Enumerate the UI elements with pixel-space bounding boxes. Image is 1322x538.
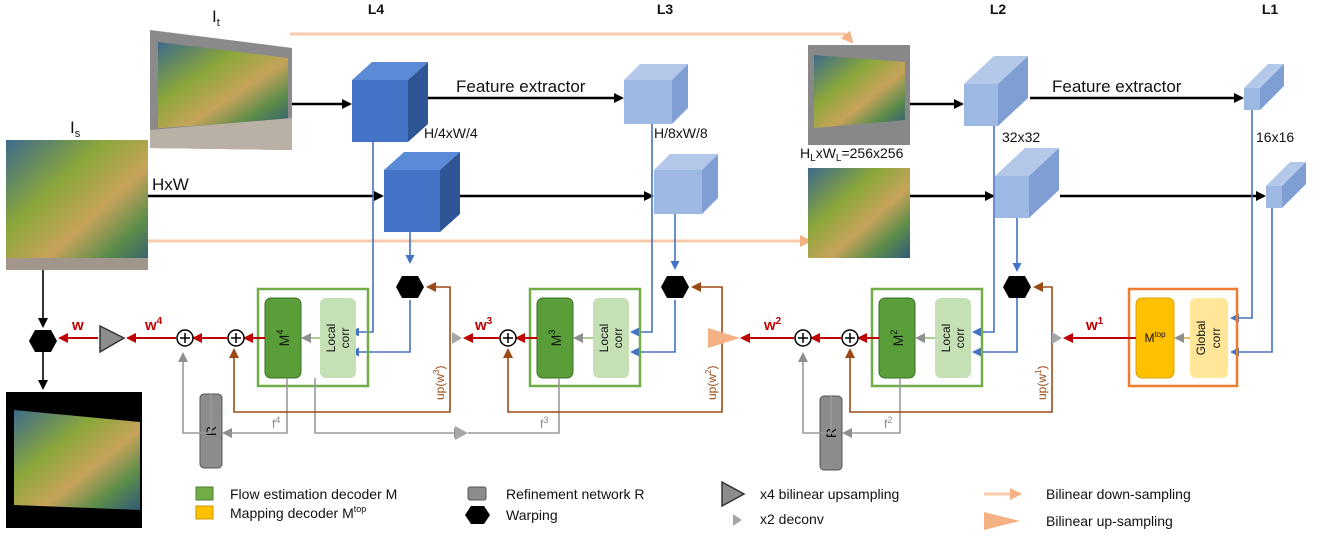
legend-refinement-label: Refinement network R bbox=[506, 486, 645, 502]
legend-up-icon bbox=[984, 512, 1020, 530]
flow-label-w3: w3 bbox=[474, 316, 493, 334]
decoder-m2-label: M2 bbox=[889, 330, 906, 347]
warping-hexagon-output bbox=[29, 330, 57, 352]
level-label-l2: L2 bbox=[990, 1, 1007, 17]
level-label-l1: L1 bbox=[1262, 1, 1279, 17]
target-image bbox=[150, 30, 292, 150]
source-image bbox=[6, 140, 148, 270]
flow-label-w2: w2 bbox=[763, 316, 782, 334]
downsampled-target-image bbox=[808, 45, 910, 145]
local-corr-l3-label-1: Local bbox=[597, 324, 611, 353]
resolution-256: HLxWL=256x256 bbox=[800, 145, 904, 164]
feature-extractor-label-l3: Feature extractor bbox=[456, 77, 586, 96]
downsample-line-target bbox=[290, 30, 854, 44]
local-corr-l4 bbox=[320, 298, 356, 378]
brown-connectors bbox=[229, 282, 1053, 413]
legend-up-label: Bilinear up-sampling bbox=[1046, 513, 1173, 529]
global-corr-label-1: Global bbox=[1194, 321, 1208, 356]
up-w2-label: up(w2) bbox=[704, 366, 719, 400]
legend-flow-decoder-swatch bbox=[195, 486, 214, 501]
local-corr-l2-label-2: corr bbox=[953, 328, 967, 349]
x2-deconv-triangle-l1 bbox=[1052, 332, 1062, 344]
bilinear-upsampling-arrow bbox=[708, 328, 740, 348]
feature-extractor-label-l1: Feature extractor bbox=[1052, 77, 1182, 96]
feature-cube-l2-target bbox=[964, 56, 1028, 126]
legend-down-label: Bilinear down-sampling bbox=[1046, 486, 1191, 502]
flow-label-w: w bbox=[71, 317, 84, 334]
x2-deconv-triangle-l3 bbox=[452, 332, 462, 344]
target-image-label: It bbox=[212, 7, 220, 29]
source-image-label: Is bbox=[70, 118, 81, 140]
feature-cube-l3-target bbox=[624, 64, 688, 124]
sum-node-crosses bbox=[180, 333, 855, 343]
feature-cube-l2-source bbox=[995, 148, 1059, 218]
local-corr-l3-label-2: corr bbox=[611, 328, 625, 349]
resolution-32: 32x32 bbox=[1002, 129, 1040, 145]
local-corr-l2 bbox=[935, 298, 971, 378]
local-corr-l2-label-1: Local bbox=[939, 324, 953, 353]
warping-hexagon-l3 bbox=[661, 276, 689, 298]
warped-output-image bbox=[6, 392, 142, 528]
legend-flow-decoder-label: Flow estimation decoder M bbox=[230, 486, 397, 502]
global-corr-l1 bbox=[1190, 298, 1228, 378]
resolution-h8: H/8xW/8 bbox=[654, 125, 708, 141]
f4-label: f4 bbox=[272, 415, 280, 431]
level-label-l3: L3 bbox=[657, 1, 674, 17]
global-corr-label-2: corr bbox=[1209, 328, 1223, 349]
feature-cube-l4-target bbox=[352, 62, 428, 142]
legend-x4-icon bbox=[721, 480, 746, 508]
legend-refinement-swatch bbox=[467, 486, 487, 501]
x2-deconv-triangle-f3 bbox=[455, 426, 468, 440]
f2-label: f2 bbox=[884, 415, 892, 431]
flow-label-w4: w4 bbox=[144, 316, 163, 334]
x4-bilinear-triangle bbox=[99, 324, 126, 354]
feature-cube-l1-target bbox=[1244, 64, 1284, 110]
warping-hexagon-l2 bbox=[1003, 276, 1031, 298]
resolution-hxw: HxW bbox=[152, 175, 189, 194]
legend-x2-icon bbox=[733, 514, 742, 526]
legend-warping-label: Warping bbox=[506, 507, 558, 523]
blue-connectors bbox=[350, 110, 1273, 357]
legend-mapping-decoder-label: Mapping decoder Mtop bbox=[230, 504, 366, 521]
level-label-l4: L4 bbox=[368, 1, 385, 17]
legend-x2-label: x2 deconv bbox=[760, 511, 824, 527]
legend-x4-label: x4 bilinear upsampling bbox=[760, 486, 899, 502]
local-corr-l4-label-1: Local bbox=[324, 324, 338, 353]
flow-label-w1: w1 bbox=[1085, 316, 1104, 334]
legend-warping-icon bbox=[465, 506, 490, 524]
resolution-h4: H/4xW/4 bbox=[424, 125, 478, 141]
legend-mapping-decoder-swatch bbox=[195, 505, 214, 520]
local-corr-l4-label-2: corr bbox=[338, 328, 352, 349]
feature-cube-l4-source bbox=[384, 152, 460, 232]
grey-connectors bbox=[178, 352, 901, 438]
feature-cube-l1-source bbox=[1266, 162, 1306, 208]
f3-label: f3 bbox=[540, 415, 548, 431]
downsampled-source-image bbox=[808, 168, 910, 258]
resolution-16: 16x16 bbox=[1256, 129, 1294, 145]
decoder-m4-label: M4 bbox=[275, 330, 292, 347]
up-w1-label: up(w1) bbox=[1034, 366, 1049, 400]
up-w3-label: up(w3) bbox=[432, 366, 447, 400]
mapping-decoder-label: Mtop bbox=[1144, 330, 1166, 345]
decoder-m3-label: M3 bbox=[547, 330, 564, 347]
warping-hexagon-l4 bbox=[396, 276, 424, 298]
local-corr-l3 bbox=[593, 298, 629, 378]
feature-cube-l3-source bbox=[654, 154, 718, 214]
